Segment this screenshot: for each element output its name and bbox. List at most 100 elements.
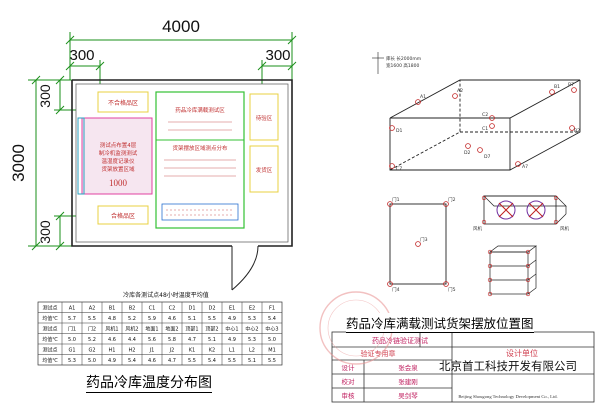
small-plan xyxy=(389,203,447,285)
title-row1: 药品冷链验证测试 xyxy=(372,336,428,345)
table-cell: 5.9 xyxy=(148,316,156,322)
table-cell: 5.3 xyxy=(248,316,256,322)
title-design-unit: 设计单位 xyxy=(506,348,538,358)
area-pink: 测试点布置4层 制冷机监测测试 温湿度记录仪 货架放置区域 1000 xyxy=(77,117,153,195)
signature-role: 设计 xyxy=(342,363,356,372)
table-cell: 4.6 xyxy=(148,358,156,364)
table-cell: 5.7 xyxy=(68,316,76,322)
table-cell: 中心1 xyxy=(225,325,238,332)
table-cell: 5.2 xyxy=(88,337,96,343)
table-cell: 5.3 xyxy=(248,337,256,343)
table-cell: G2 xyxy=(88,347,95,353)
dim-left-lower-300: 300 xyxy=(37,220,53,244)
pink-number: 1000 xyxy=(109,178,128,188)
caption-left: 药品冷库温度分布图 xyxy=(86,372,212,393)
table-cell: E2 xyxy=(249,305,255,311)
caption-right: 药品冷库满载测试货架摆放位置图 xyxy=(346,313,534,333)
table-cell: 地面2 xyxy=(165,325,178,332)
plan-point-label: 门3 xyxy=(420,236,428,243)
table-cell: B2 xyxy=(129,305,136,311)
test-point-icon xyxy=(569,125,575,131)
test-point-label: C1 xyxy=(482,126,488,132)
table-cell: C2 xyxy=(169,305,176,311)
test-point-label: B7 xyxy=(568,82,574,88)
plan-point-icon xyxy=(443,281,449,287)
area-shipping: 发货区 xyxy=(249,145,279,193)
plan-point-icon xyxy=(443,201,449,207)
table-cell: D1 xyxy=(188,305,195,311)
table-cell: J2 xyxy=(169,347,175,353)
test-point-label: B2 xyxy=(574,128,580,134)
test-point-label: A2 xyxy=(457,88,463,94)
pink-line-3: 温湿度记录仪 xyxy=(101,157,135,165)
pink-line-2: 制冷机监测测试 xyxy=(99,149,138,157)
test-point-icon xyxy=(465,143,471,149)
test-point-icon xyxy=(389,163,395,169)
table-cell: 5.4 xyxy=(268,316,276,322)
area-center: 药品冷库满载测试区 货架摆放区域测点分布 xyxy=(155,91,245,229)
table-cell: B1 xyxy=(109,305,116,311)
plan-point-icon xyxy=(387,281,393,287)
company-name-en: Beijing Shougong Technology Development … xyxy=(458,394,557,400)
table-cell: C1 xyxy=(149,305,156,311)
test-point-label: D2 xyxy=(464,150,471,156)
table-cell: 5.2 xyxy=(128,316,136,322)
dim-width-total: 4000 xyxy=(162,17,200,36)
table-cell: 测试点 xyxy=(42,304,57,311)
table-cell: 地面1 xyxy=(145,325,158,332)
test-point-label: D1 xyxy=(396,128,403,134)
table-cell: M1 xyxy=(268,347,276,353)
signature-role: 审核 xyxy=(342,391,356,400)
table-cell: 4.9 xyxy=(108,358,116,364)
table-cell: H2 xyxy=(129,347,136,353)
test-point-icon xyxy=(571,87,577,93)
table-cell: 门1 xyxy=(68,325,76,332)
table-cell: 5.4 xyxy=(208,358,216,364)
table-cell: K1 xyxy=(189,347,195,353)
dimension-lines xyxy=(28,32,297,251)
signature-name: 吴剑琴 xyxy=(398,391,418,400)
table-cell: 5.5 xyxy=(228,358,236,364)
table-cell: 顶部1 xyxy=(185,325,198,332)
table-cell: 5.8 xyxy=(168,337,176,343)
table-cell: A2 xyxy=(89,305,96,311)
area-pending: 待验区 xyxy=(249,93,279,141)
test-point-icon xyxy=(515,161,521,167)
company-name: 北京首工科技开发有限公司 xyxy=(439,359,577,373)
test-point-icon xyxy=(452,93,458,99)
shelf-rack xyxy=(488,245,538,295)
title-stamp-text: 验证专用章 xyxy=(361,349,396,358)
table-cell: A1 xyxy=(69,305,76,311)
table-cell: 5.0 xyxy=(68,337,76,343)
signature-name: 张会泉 xyxy=(398,363,418,372)
table-cell: 5.5 xyxy=(88,316,96,322)
table-cell: 5.5 xyxy=(188,358,196,364)
box-note-2: 宽1600 高1800 xyxy=(386,62,419,69)
table-cell: 5.0 xyxy=(88,358,96,364)
test-point-icon xyxy=(477,147,483,153)
table-cell: 风机1 xyxy=(105,325,118,332)
area-unqualified-label: 不合格品区 xyxy=(108,99,138,107)
fan-right-label: 风机 xyxy=(560,225,569,232)
test-point-icon xyxy=(489,115,495,121)
box-3d xyxy=(372,52,581,171)
area-shipping-label: 发货区 xyxy=(256,166,273,174)
table-cell: 5.1 xyxy=(188,316,196,322)
center-mid-label: 货架摆放区域测点分布 xyxy=(172,144,228,152)
pink-line-1: 测试点布置4层 xyxy=(100,141,137,149)
table-cell: 4.7 xyxy=(188,337,196,343)
table-title: 冷库各测试点48小时温度平均值 xyxy=(123,291,209,299)
signature-name: 张建刚 xyxy=(398,377,418,386)
test-point-label: A7 xyxy=(522,164,528,170)
signature-role: 校对 xyxy=(342,377,356,386)
plan-point-icon xyxy=(387,201,393,207)
area-qualified: 合格品区 xyxy=(97,205,149,225)
table-cell: 5.1 xyxy=(208,337,216,343)
fan-left-icon xyxy=(496,200,516,220)
table-cell: 4.8 xyxy=(108,316,116,322)
table-cell: 风机2 xyxy=(125,325,138,332)
